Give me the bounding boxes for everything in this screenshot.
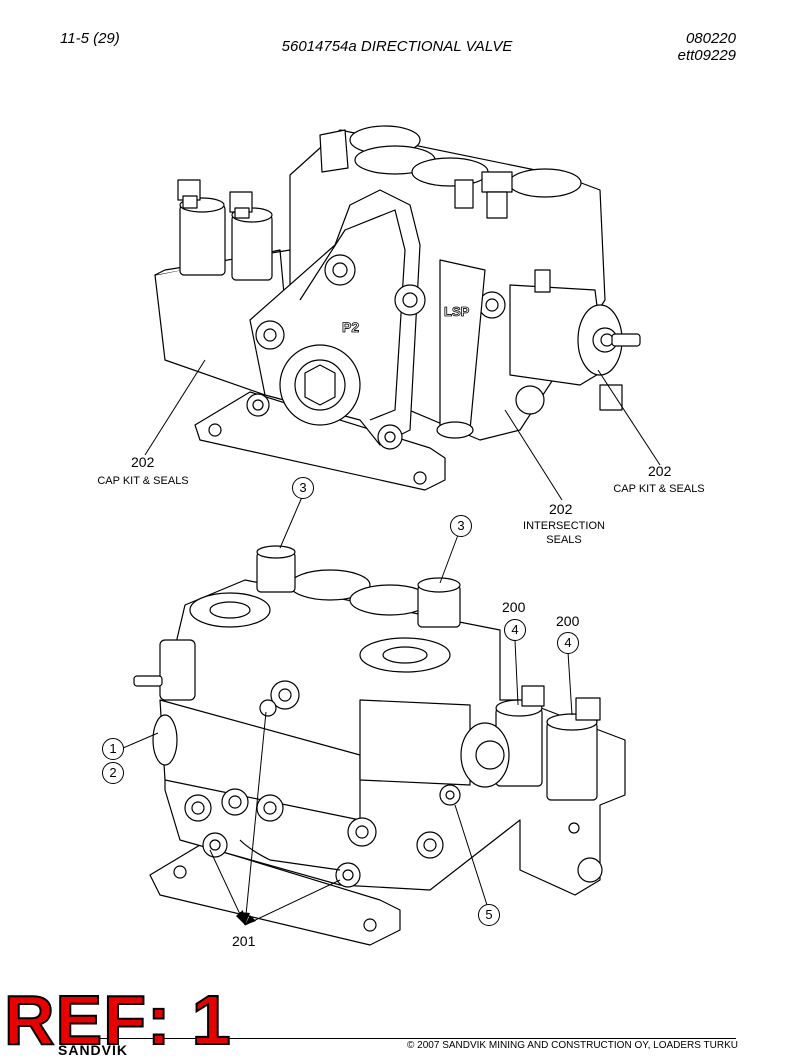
callout-4-left: 4 (504, 619, 526, 641)
leader-arrowheads (236, 910, 256, 925)
intersection-seals-text-2: SEALS (546, 534, 582, 546)
part-201: 201 (232, 933, 256, 949)
cap-kit-left-text: CAP KIT & SEALS (97, 475, 189, 487)
document-title: 56014754a DIRECTIONAL VALVE (281, 38, 513, 55)
port-label-p2: P2 (342, 319, 359, 335)
bottom-valve-assembly (133, 545, 626, 946)
cap-kit-right-text: CAP KIT & SEALS (613, 483, 705, 495)
callout-1: 1 (102, 738, 124, 760)
copyright-notice: © 2007 SANDVIK MINING AND CONSTRUCTION O… (407, 1040, 738, 1051)
ref-stamp: REF: 1 (3, 981, 232, 1059)
port-label-lsp: LSP (444, 304, 470, 319)
cap-kit-right-number: 202 (648, 463, 672, 479)
intersection-seals-text-1: INTERSECTION (523, 520, 605, 532)
leader-lines (122, 359, 661, 926)
top-valve-assembly (154, 125, 641, 491)
document-date: 080220 (685, 30, 736, 47)
callout-3-top: 3 (292, 477, 314, 499)
callout-4-right: 4 (557, 632, 579, 654)
page-number: 11-5 (29) (60, 30, 120, 47)
callout-3-right: 3 (450, 515, 472, 537)
part-200-left: 200 (502, 599, 526, 615)
part-200-right: 200 (556, 613, 580, 629)
footer-divider (60, 1038, 736, 1039)
callout-2: 2 (102, 762, 124, 784)
cap-kit-left-number: 202 (131, 454, 155, 470)
intersection-seals-number: 202 (549, 501, 573, 517)
document-code: ett09229 (677, 47, 736, 64)
callout-5: 5 (478, 904, 500, 926)
